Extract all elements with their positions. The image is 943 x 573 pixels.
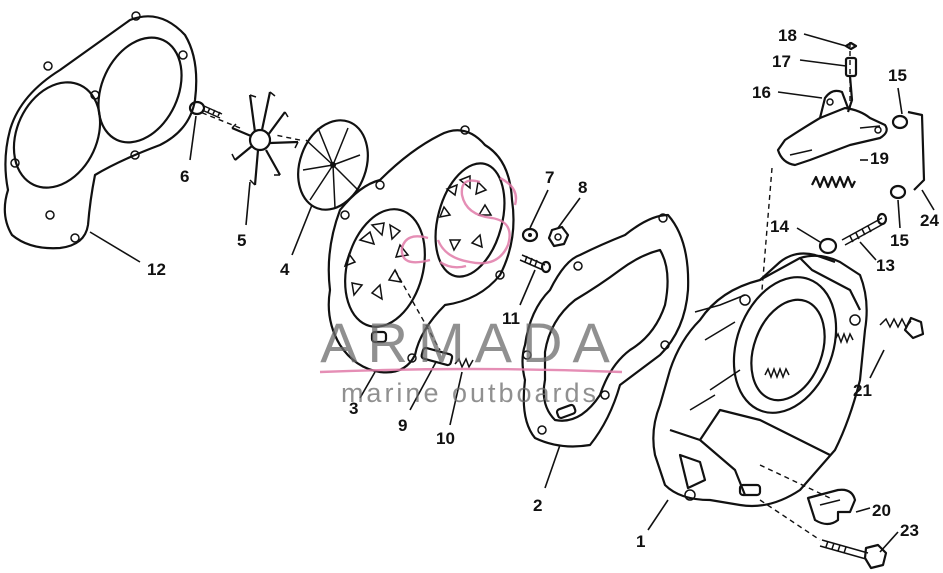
callout-labels: 12 6 5 4 3 9 10 7 8 11 2 1 18 17 16 15 1… (147, 26, 939, 551)
callout-17: 17 (772, 52, 791, 71)
bushing-15-lower (889, 184, 907, 200)
callout-9: 9 (398, 416, 407, 435)
nut-14 (818, 237, 838, 255)
gasket-12 (3, 11, 198, 250)
plate-4 (297, 119, 369, 211)
screw-6 (188, 100, 223, 119)
lever-16 (776, 89, 888, 167)
watermark-brand: ARMADA (320, 311, 620, 374)
callout-4: 4 (280, 260, 290, 279)
callout-23: 23 (900, 521, 919, 540)
impeller-5 (231, 91, 299, 186)
watermark: ARMADA marine outboards (319, 176, 623, 408)
callout-20: 20 (872, 501, 891, 520)
callout-11: 11 (502, 309, 520, 328)
callout-16: 16 (752, 83, 771, 102)
clip-18 (844, 41, 858, 51)
link-rod-24 (907, 110, 926, 191)
callout-3: 3 (349, 399, 358, 418)
armada-logo-icon (319, 176, 623, 374)
callout-7: 7 (545, 168, 554, 187)
callout-5: 5 (237, 231, 246, 250)
gasket-2 (521, 213, 690, 448)
spring-10 (454, 357, 474, 369)
pump-cover-3 (327, 125, 515, 374)
callout-12: 12 (147, 260, 166, 279)
washer-7 (521, 227, 539, 243)
callout-13: 13 (876, 256, 895, 275)
callout-10: 10 (436, 429, 455, 448)
alignment-lines (199, 40, 851, 541)
spring-19 (811, 175, 856, 189)
nut-8 (547, 225, 570, 248)
pump-housing-1 (652, 252, 868, 508)
callout-1: 1 (636, 532, 645, 551)
bushing-15-upper (891, 114, 909, 130)
callout-18: 18 (778, 26, 797, 45)
callout-6: 6 (180, 167, 189, 186)
callout-14: 14 (770, 217, 789, 236)
callout-15-lower: 15 (890, 231, 909, 250)
screw-11 (519, 254, 552, 274)
callout-2: 2 (533, 496, 542, 515)
bolt-23 (819, 539, 888, 570)
watermark-tagline: marine outboards (341, 378, 599, 408)
callout-15-upper: 15 (888, 66, 907, 85)
plug-21 (879, 316, 925, 340)
callout-19: 19 (870, 149, 889, 168)
callout-24: 24 (920, 211, 939, 230)
callout-8: 8 (578, 178, 587, 197)
leader-lines (89, 33, 935, 553)
clamp-20 (806, 488, 857, 526)
stud-13 (841, 212, 888, 246)
callout-21: 21 (853, 381, 872, 400)
